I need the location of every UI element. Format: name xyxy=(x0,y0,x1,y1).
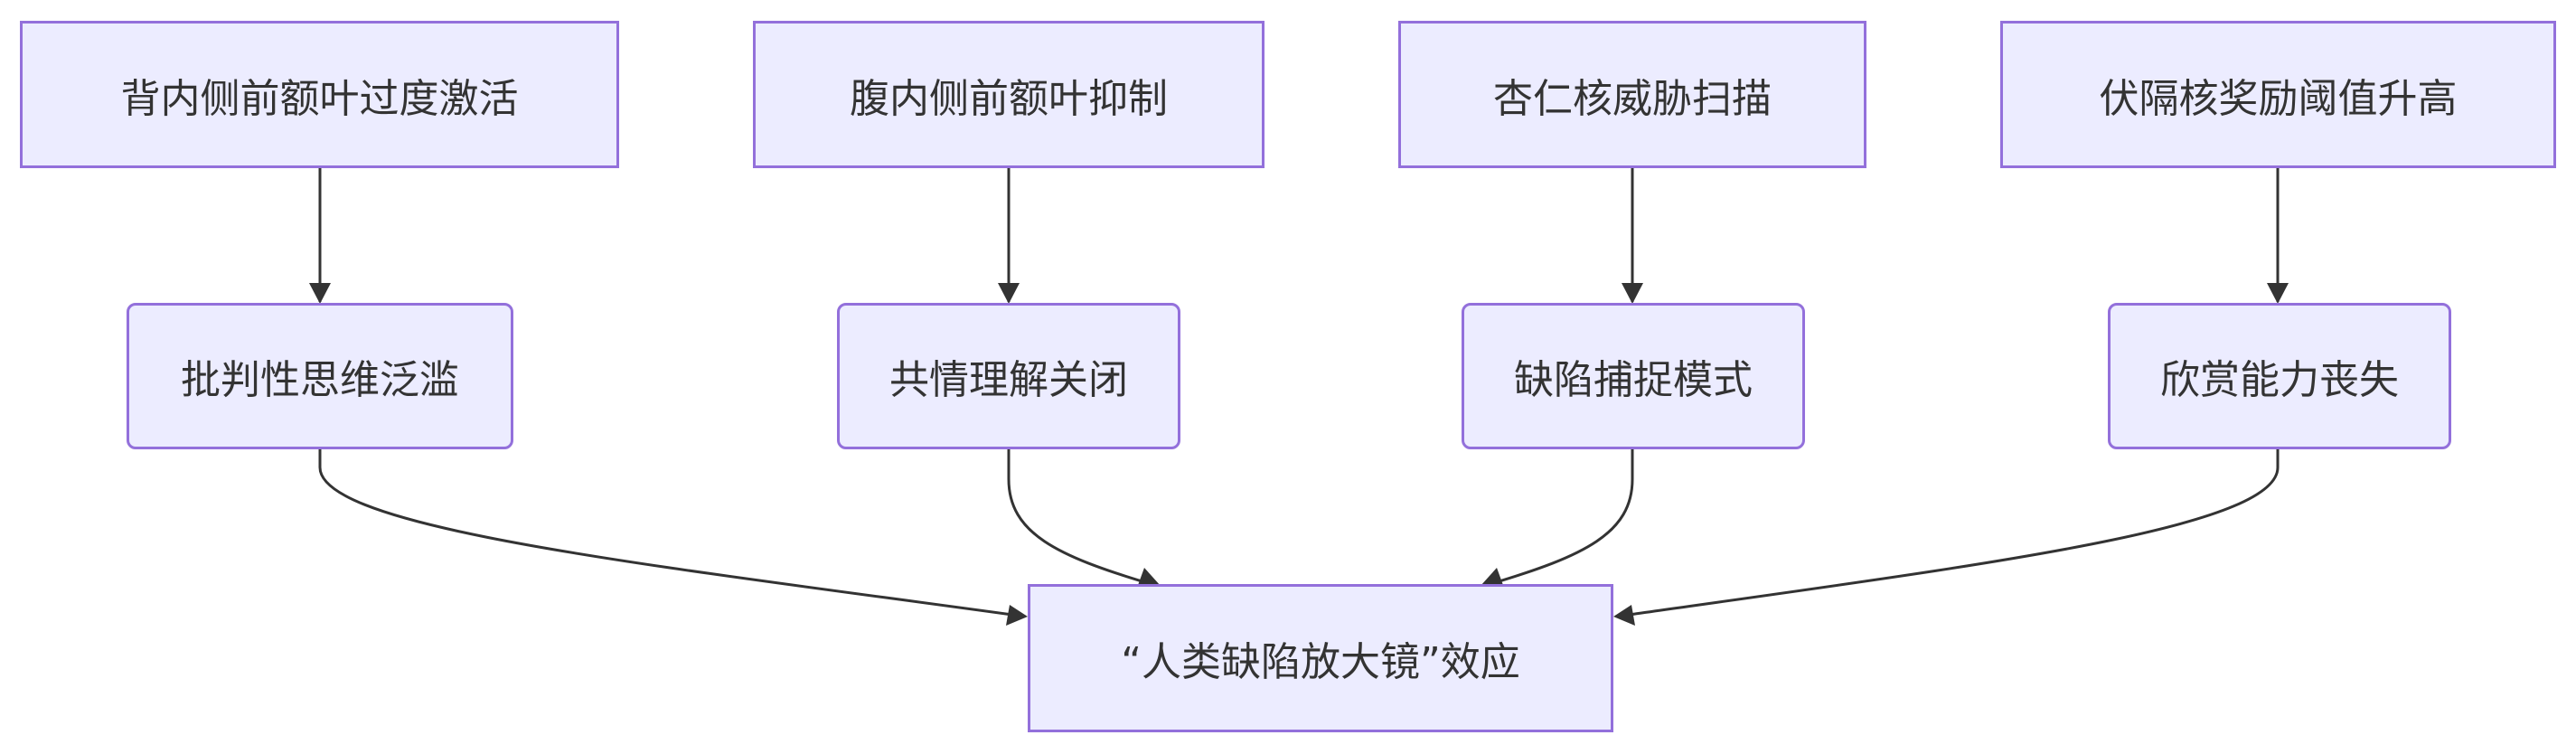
edge-critical-to-effect xyxy=(318,449,1013,617)
arrowhead xyxy=(309,283,331,304)
node-appreciation-loss: 欣赏能力丧失 xyxy=(2108,303,2451,449)
node-nacc-reward-threshold: 伏隔核奖励阈值升高 xyxy=(2000,21,2556,168)
node-defect-capture-mode: 缺陷捕捉模式 xyxy=(1462,303,1805,449)
node-label: 欣赏能力丧失 xyxy=(2160,357,2399,403)
node-human-defect-magnifier-effect: “人类缺陷放大镜”效应 xyxy=(1028,584,1613,732)
node-critical-thinking-flood: 批判性思维泛滥 xyxy=(127,303,513,449)
node-label: 共情理解关闭 xyxy=(889,357,1128,403)
arrowhead xyxy=(2267,283,2289,304)
node-vmpfc-suppression: 腹内侧前额叶抑制 xyxy=(753,21,1264,168)
arrowhead xyxy=(1622,283,1643,304)
node-label: 批判性思维泛滥 xyxy=(181,357,459,403)
node-amygdala-threat-scan: 杏仁核威胁扫描 xyxy=(1398,21,1866,168)
edge-empathy-to-effect xyxy=(1007,449,1149,585)
edge-appreciation-to-effect xyxy=(1628,449,2280,617)
node-empathy-shutdown: 共情理解关闭 xyxy=(837,303,1180,449)
node-dmpfc-overactivation: 背内侧前额叶过度激活 xyxy=(20,21,619,168)
node-label: 伏隔核奖励阈值升高 xyxy=(2099,75,2458,122)
node-label: “人类缺陷放大镜”效应 xyxy=(1121,639,1520,685)
node-label: 缺陷捕捉模式 xyxy=(1514,357,1753,403)
edge-defect-to-effect xyxy=(1492,449,1634,585)
arrowhead xyxy=(1137,568,1161,588)
node-label: 腹内侧前额叶抑制 xyxy=(850,75,1168,122)
arrowhead xyxy=(1613,605,1635,626)
arrowhead xyxy=(1006,605,1028,626)
node-label: 背内侧前额叶过度激活 xyxy=(120,75,519,122)
arrowhead xyxy=(998,283,1020,304)
node-label: 杏仁核威胁扫描 xyxy=(1493,75,1772,122)
arrowhead xyxy=(1481,568,1504,588)
